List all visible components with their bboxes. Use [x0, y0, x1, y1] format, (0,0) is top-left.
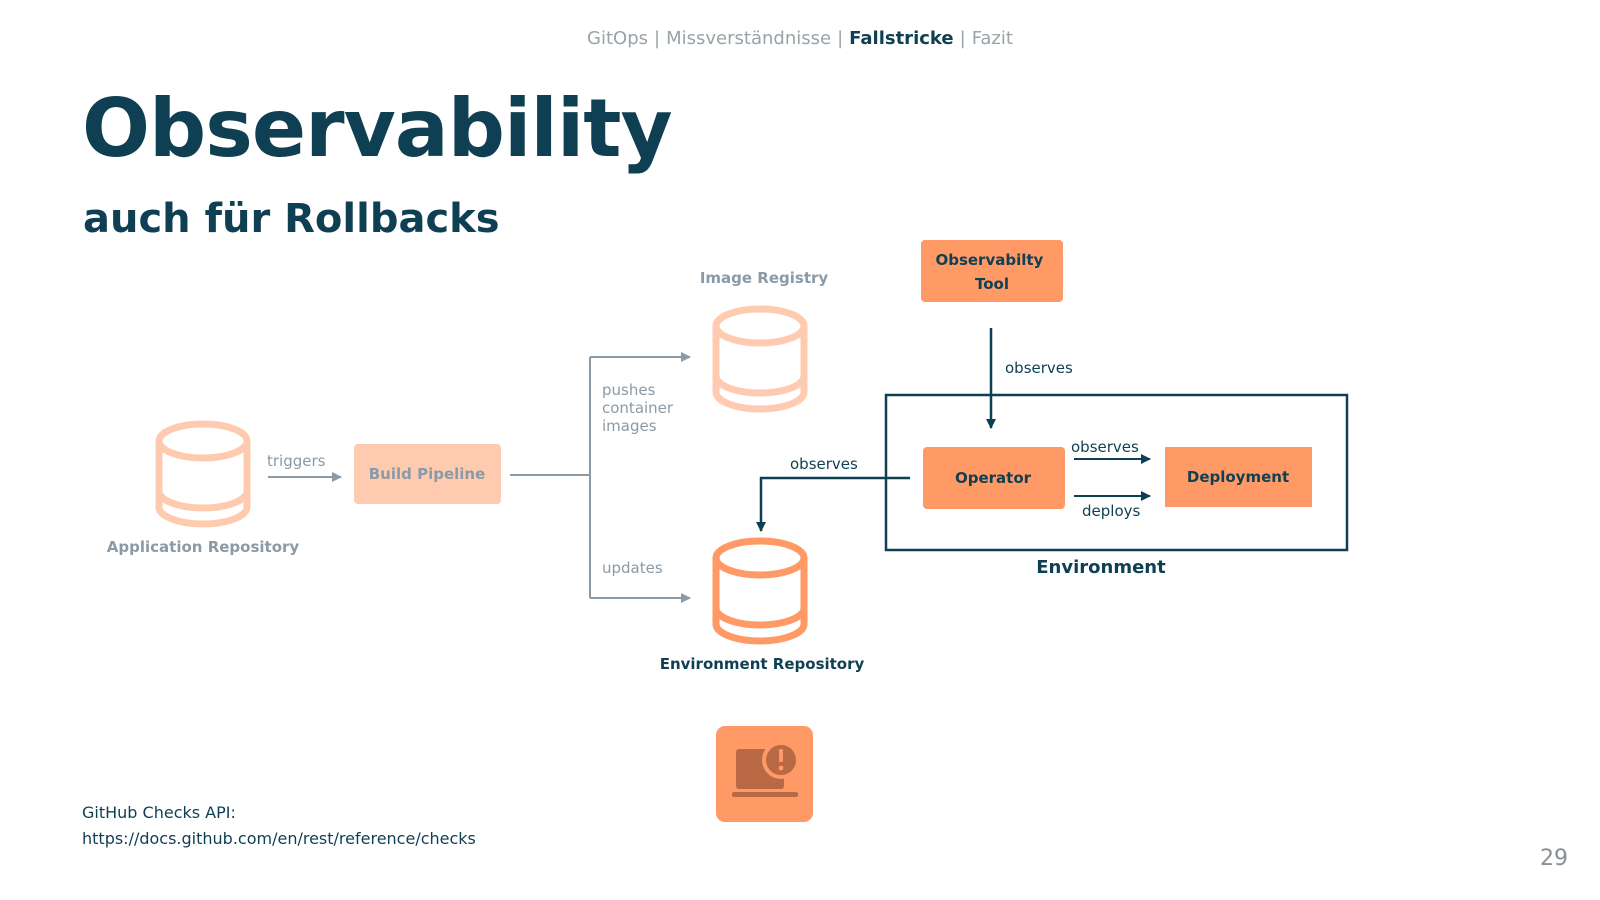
breadcrumb-separator: |: [837, 28, 844, 49]
image-registry-label: Image Registry: [700, 269, 829, 287]
footnote-title: GitHub Checks API:: [82, 803, 236, 822]
footnote: GitHub Checks API: https://docs.github.c…: [82, 800, 476, 852]
breadcrumb-item-missverstaendnisse[interactable]: Missverständnisse: [666, 28, 832, 49]
page-title: Observability: [82, 82, 673, 175]
deployment-box: [1165, 447, 1312, 507]
tool-observes-label: observes: [1005, 359, 1073, 377]
breadcrumb-item-fallstricke[interactable]: Fallstricke: [849, 28, 954, 49]
pipeline-branch-lines: [510, 357, 591, 598]
laptop-alert-icon: [716, 726, 813, 822]
environment-frame: [884, 393, 1349, 552]
pushes-label: pushes container images: [602, 381, 678, 435]
environment-label: Environment: [1036, 557, 1166, 578]
pushes-line-2: container: [602, 399, 674, 417]
operator-label: Operator: [955, 469, 1032, 487]
pushes-line-1: pushes: [602, 381, 656, 399]
image-registry-icon: [712, 305, 808, 413]
pushes-line-3: images: [602, 417, 657, 435]
build-pipeline-label: Build Pipeline: [369, 465, 486, 483]
environment-repository-icon: [712, 537, 808, 645]
page-subtitle: auch für Rollbacks: [83, 196, 500, 242]
breadcrumb-item-fazit[interactable]: Fazit: [971, 28, 1013, 49]
breadcrumb-separator: |: [959, 28, 966, 49]
updates-label: updates: [602, 559, 663, 577]
application-repository-label: Application Repository: [107, 538, 300, 556]
operator-observes-repo-arrow: [756, 476, 910, 532]
footnote-link[interactable]: https://docs.github.com/en/rest/referenc…: [82, 829, 476, 848]
operator-observes-deployment-label: observes: [1071, 438, 1139, 456]
application-repository-icon: [155, 420, 251, 528]
environment-repository-label: Environment Repository: [660, 655, 865, 673]
page-number: 29: [1540, 846, 1568, 871]
operator-box: [923, 447, 1065, 509]
observability-tool-line-1: Observabilty: [935, 251, 1043, 269]
breadcrumb-separator: |: [654, 28, 661, 49]
observability-tool-line-2: Tool: [975, 275, 1009, 293]
breadcrumb: GitOps|Missverständnisse|Fallstricke|Faz…: [0, 28, 1600, 49]
build-pipeline-box: [354, 444, 501, 504]
observability-tool-label: Observabilty Tool: [935, 251, 1048, 293]
deployment-label: Deployment: [1187, 468, 1289, 486]
operator-observes-repo-label: observes: [790, 455, 858, 473]
breadcrumb-item-gitops[interactable]: GitOps: [587, 28, 649, 49]
observability-tool-box: [921, 240, 1063, 302]
triggers-label: triggers: [267, 452, 326, 470]
operator-deploys-label: deploys: [1082, 502, 1140, 520]
